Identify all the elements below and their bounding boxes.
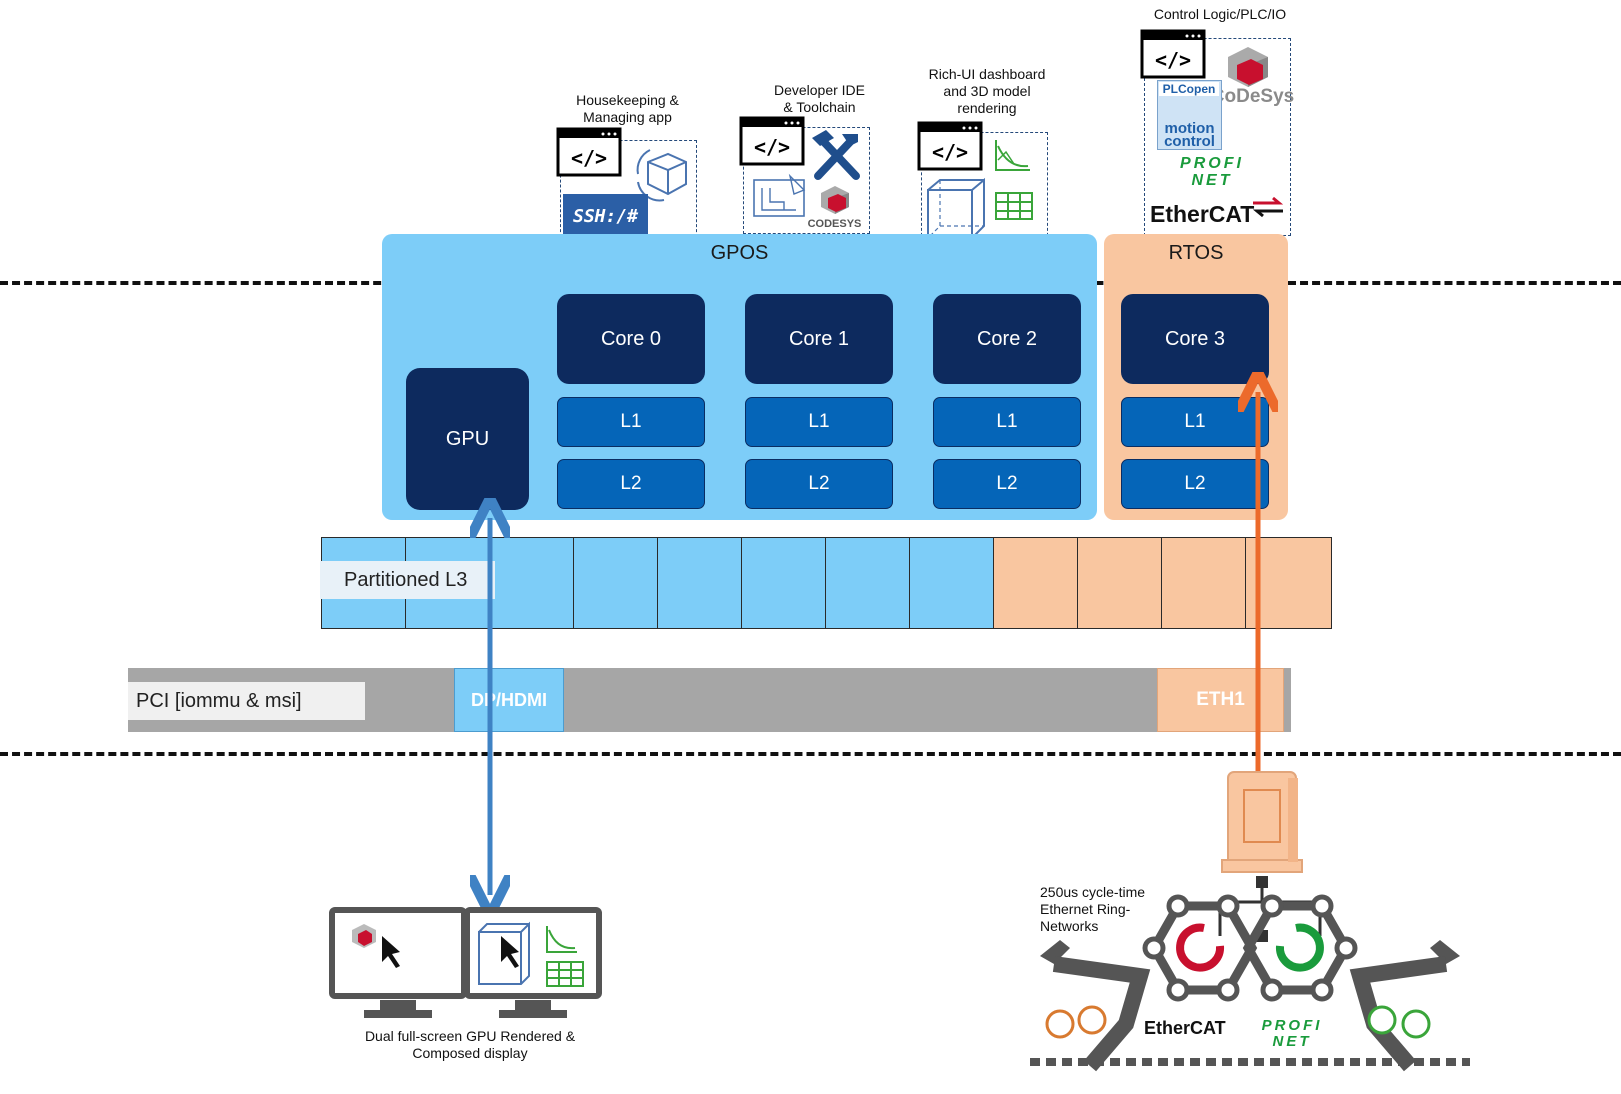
core-1-l1-cache: L1 bbox=[745, 397, 893, 447]
rtos-label: RTOS bbox=[1168, 242, 1224, 264]
ethercat-logo: EtherCAT bbox=[1150, 201, 1255, 227]
spreadsheet-icon bbox=[994, 191, 1034, 226]
box-sync-icon bbox=[630, 140, 692, 207]
code-window-icon: </> bbox=[1140, 29, 1206, 83]
svg-text:</>: </> bbox=[571, 146, 607, 170]
l3-partition-cell bbox=[909, 537, 996, 629]
svg-text:</>: </> bbox=[754, 135, 790, 159]
core-3: Core 3 bbox=[1121, 294, 1269, 384]
right-monitor-icon bbox=[464, 907, 602, 1025]
codesys-logo-text: CoDeSys bbox=[1210, 86, 1295, 107]
network-caption: 250us cycle-time Ethernet Ring- Networks bbox=[1040, 884, 1146, 934]
core-1: Core 1 bbox=[745, 294, 893, 384]
network-profinet-logo: PROFI NET bbox=[1261, 1017, 1323, 1050]
pci-label: PCI [iommu & msi] bbox=[128, 682, 365, 720]
motion-control-label: motion control bbox=[1164, 120, 1215, 150]
ssh-terminal-icon: SSH:/# bbox=[563, 194, 648, 238]
l3-partition-cell bbox=[741, 537, 828, 629]
core-0-l1-cache: L1 bbox=[557, 397, 705, 447]
plcopen-label: PLCopen bbox=[1159, 82, 1219, 96]
svg-text:</>: </> bbox=[1155, 48, 1191, 72]
housekeeping-caption: Housekeeping & Managing app bbox=[576, 92, 679, 125]
display-caption: Dual full-screen GPU Rendered & Composed… bbox=[364, 1028, 576, 1061]
l3-partition-cell bbox=[825, 537, 912, 629]
core-0-l2-cache: L2 bbox=[557, 459, 705, 509]
gpu-block: GPU bbox=[406, 368, 529, 510]
core-2-l2-cache: L2 bbox=[933, 459, 1081, 509]
l3-partition-cell bbox=[657, 537, 744, 629]
rich-ui-caption: Rich-UI dashboard and 3D model rendering bbox=[928, 66, 1046, 116]
network-ethercat-logo: EtherCAT bbox=[1144, 1018, 1226, 1038]
profinet-logo: PROFI NET bbox=[1180, 155, 1244, 189]
core-1-l2-cache: L2 bbox=[745, 459, 893, 509]
codesys-cube-icon bbox=[1225, 45, 1271, 94]
codesys-logo-text: CODESYS bbox=[807, 218, 862, 230]
code-window-icon: </> bbox=[739, 116, 805, 170]
left-monitor-icon bbox=[329, 907, 467, 1025]
developer-caption: Developer IDE & Toolchain bbox=[773, 82, 866, 115]
core-2: Core 2 bbox=[933, 294, 1081, 384]
core-0: Core 0 bbox=[557, 294, 705, 384]
ethercat-arrows-icon bbox=[1251, 196, 1285, 223]
network-card-icon bbox=[1221, 768, 1312, 895]
hammer-tools-icon bbox=[806, 128, 864, 187]
partitioned-l3-label: Partitioned L3 bbox=[320, 561, 495, 599]
core-2-l1-cache: L1 bbox=[933, 397, 1081, 447]
l3-partition-cell bbox=[1077, 537, 1164, 629]
gpos-label: GPOS bbox=[710, 242, 769, 264]
code-window-icon: </> bbox=[556, 127, 622, 181]
line-chart-icon bbox=[992, 138, 1032, 179]
code-window-icon: </> bbox=[917, 121, 983, 175]
codesys-cube-icon bbox=[818, 184, 852, 221]
blueprint-icon bbox=[750, 172, 808, 225]
network-topology-icon bbox=[1030, 876, 1470, 1081]
svg-text:</>: </> bbox=[932, 140, 968, 164]
control-logic-caption: Control Logic/PLC/IO bbox=[1153, 6, 1287, 22]
lower-dashed-separator bbox=[0, 752, 1621, 756]
